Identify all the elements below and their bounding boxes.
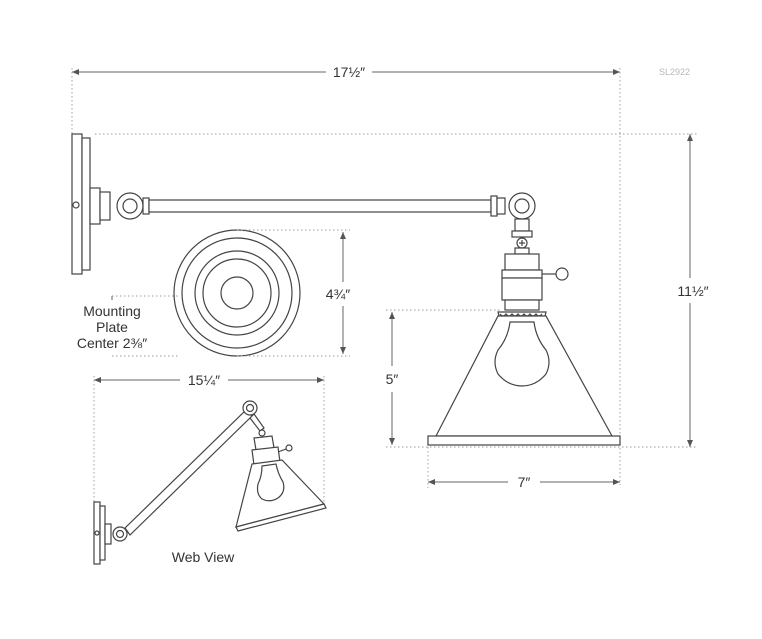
web-view-width-label: 15¼″ [188, 372, 220, 388]
overall-height-label: 11½″ [677, 283, 708, 299]
web-view-drawing [93, 400, 327, 565]
overall-width-label: 17½″ [333, 64, 365, 80]
arm [148, 199, 492, 213]
overall-height-dimension: 11½″ [95, 133, 709, 448]
web-view-label: Web View [172, 549, 235, 565]
svg-text:Plate: Plate [96, 319, 128, 335]
overall-width-dimension: 17½″ [71, 64, 621, 485]
arm-swivel-joint [116, 192, 144, 220]
web-view-width-dimension: 15¼″ [93, 372, 325, 506]
mounting-plate-center-label: Mounting Plate Center 2⅜″ [77, 303, 147, 351]
shade-height-label: 5″ [386, 371, 399, 387]
plate-screw-icon [72, 201, 80, 209]
bulb [494, 321, 550, 387]
main-side-view [71, 133, 621, 446]
svg-text:Mounting: Mounting [83, 303, 141, 319]
plate-height-dimension: 4¾″ [326, 232, 350, 354]
socket [497, 253, 569, 321]
shade-height-dimension: 5″ [386, 309, 500, 448]
elbow-joint [508, 192, 536, 220]
svg-text:Center 2⅜″: Center 2⅜″ [77, 335, 147, 351]
shade-rim [427, 435, 621, 446]
mounting-plate-front-view [111, 229, 350, 357]
shade-width-label: 7″ [518, 474, 531, 490]
plate-center-hole [220, 276, 254, 310]
switch-knob-icon [555, 267, 569, 281]
plate-height-label: 4¾″ [326, 286, 350, 302]
product-code: SL2922 [659, 67, 690, 77]
shade-width-dimension: 7″ [427, 447, 620, 490]
